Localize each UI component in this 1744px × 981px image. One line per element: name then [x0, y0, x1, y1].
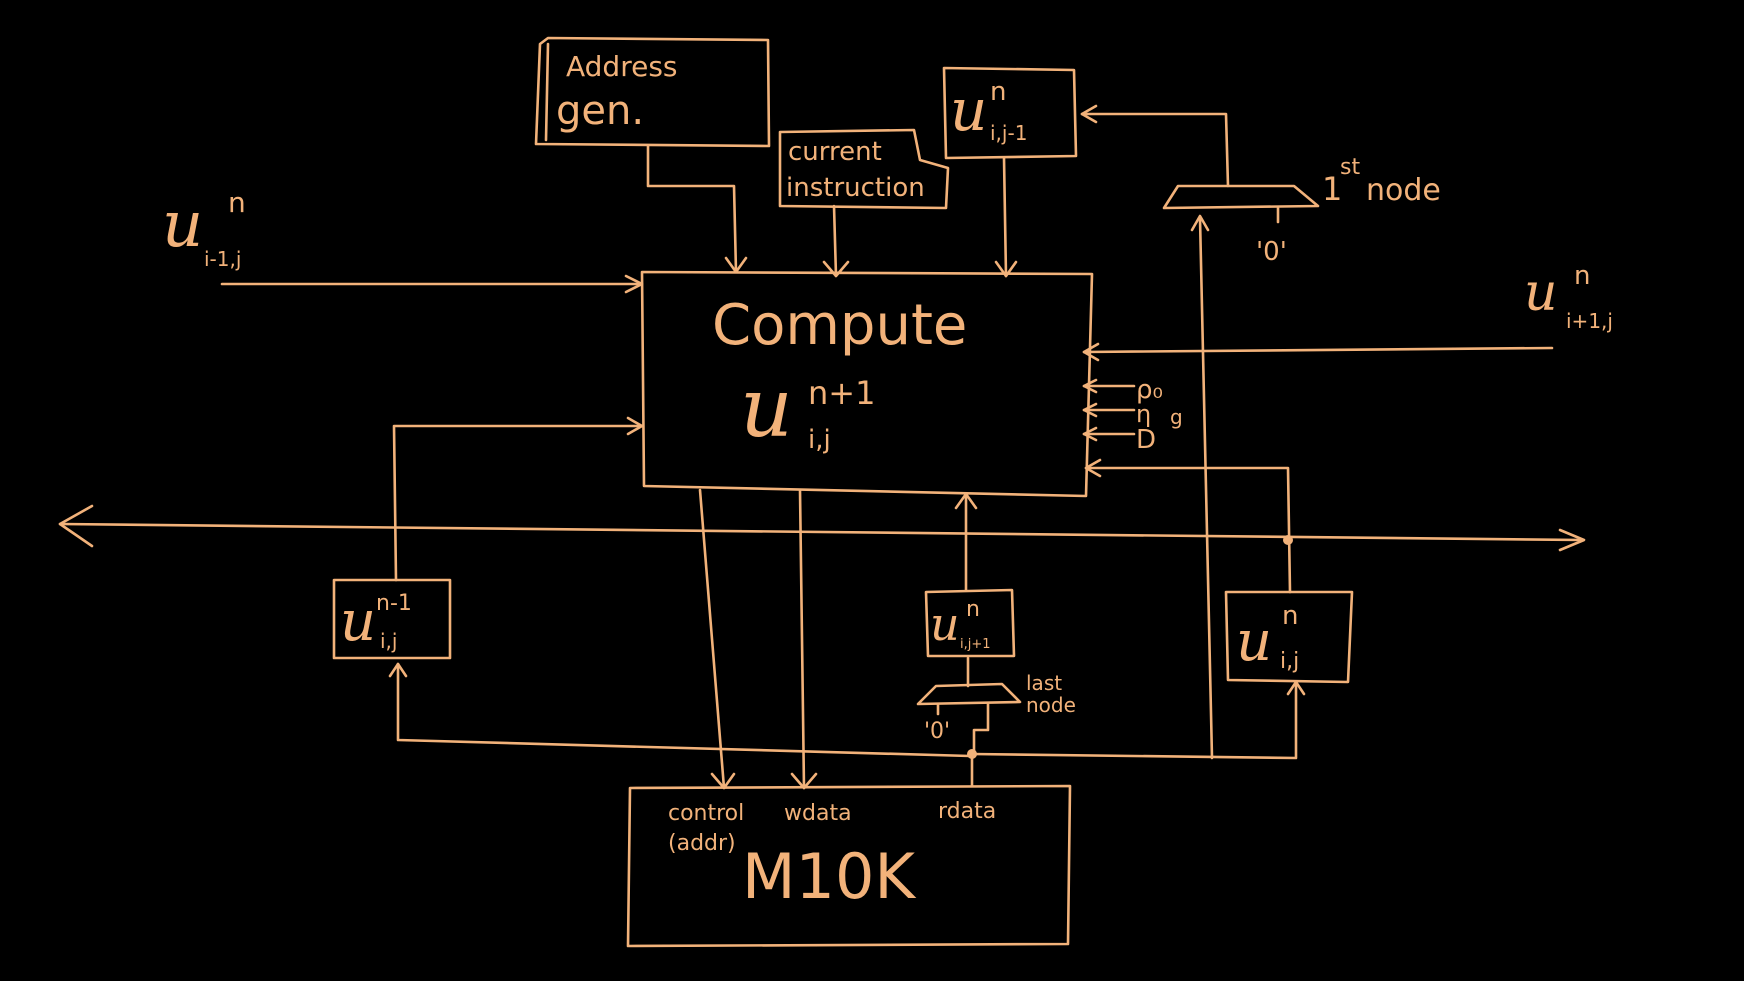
address-gen-box: [534, 36, 771, 148]
address-gen-arrow: [646, 144, 738, 274]
current-instruction-box: [778, 128, 950, 210]
first-node-sup: st: [1340, 155, 1360, 180]
u-top-register-sub: i,j-1: [990, 121, 1027, 145]
compute-box: [640, 270, 1094, 498]
u-top-register-sup: n: [990, 77, 1006, 107]
compute-block: Compute u n+1 i,j: [640, 270, 1094, 498]
u-prev-register-sup: n-1: [376, 591, 412, 616]
u-current-register-sub: i,j: [1280, 649, 1299, 674]
u-top-register-box: [942, 66, 1078, 160]
u-current-register-feed: [970, 680, 1298, 760]
left-input: u n i-1,j: [162, 186, 644, 294]
parameter-inputs: ρ₀ η g D: [1082, 375, 1183, 455]
u-current-register-var: u: [1236, 609, 1272, 674]
left-input-var: u: [162, 188, 203, 262]
m10k-block: control (addr) wdata rdata M10K: [626, 784, 1072, 948]
param-d: D: [1136, 425, 1156, 455]
first-node-mux-output: [1080, 112, 1230, 188]
current-instruction-block: current instruction: [778, 128, 950, 210]
last-node-zero: '0': [924, 719, 950, 744]
last-node-line2: node: [1026, 693, 1076, 717]
last-node-mux-shape: [916, 682, 1022, 706]
first-node-mux-shape: [1162, 184, 1320, 210]
u-next-register-box: [924, 588, 1016, 658]
right-input-arrow: [1082, 346, 1554, 354]
current-instruction-arrow: [832, 204, 838, 278]
left-input-sup: n: [228, 186, 246, 219]
right-input-sub: i+1,j: [1566, 309, 1613, 333]
u-prev-register-arrow: [392, 424, 644, 582]
control-line: [698, 488, 726, 790]
u-current-register-box: [1224, 590, 1354, 684]
m10k-port-control: control: [668, 801, 744, 826]
m10k-title: M10K: [742, 840, 916, 913]
u-next-register-sup: n: [966, 597, 980, 622]
current-instruction-line2: instruction: [786, 173, 925, 203]
first-node-mux: 1 st node '0': [1080, 104, 1441, 267]
last-node-mux: last node '0': [916, 656, 1076, 754]
m10k-port-rdata: rdata: [938, 799, 996, 824]
bus-line: [58, 522, 1584, 542]
u-prev-register-var: u: [340, 589, 376, 654]
compute-sup: n+1: [808, 374, 875, 412]
u-top-register-var: u: [950, 76, 987, 144]
u-top-register-arrow: [1002, 156, 1008, 278]
right-input-sup: n: [1574, 261, 1590, 291]
address-gen-line2: gen.: [556, 88, 644, 134]
u-next-register: u n i,j+1: [924, 588, 1016, 658]
u-prev-register: u n-1 i,j: [332, 578, 452, 660]
address-gen-block: Address gen.: [534, 36, 771, 148]
param-rho: ρ₀: [1136, 375, 1163, 405]
param-g: g: [1170, 405, 1183, 429]
horizontal-bus: [58, 504, 1586, 552]
right-input: u n i+1,j: [1082, 261, 1613, 362]
first-node-mux-input: [1198, 216, 1214, 760]
bus-right-arrow: [1558, 528, 1586, 552]
compute-sub: i,j: [808, 425, 831, 455]
u-current-register-arrow: [1084, 466, 1292, 594]
last-node-line1: last: [1026, 671, 1062, 695]
left-input-sub: i-1,j: [204, 247, 241, 271]
m10k-port-wdata: wdata: [784, 801, 852, 826]
first-node-text: node: [1366, 173, 1441, 208]
bus-left-arrow: [58, 504, 94, 548]
first-node-num: 1: [1322, 170, 1342, 208]
u-next-register-sub: i,j+1: [960, 637, 991, 652]
u-current-register-sup: n: [1282, 601, 1298, 631]
u-current-register: u n i,j: [1224, 590, 1354, 684]
u-next-register-var: u: [930, 597, 960, 651]
compute-title: Compute: [712, 293, 967, 358]
address-gen-line1: Address: [566, 50, 678, 83]
first-node-zero: '0': [1256, 237, 1287, 267]
wdata-line: [798, 488, 806, 790]
u-prev-register-box: [332, 578, 452, 660]
m10k-box: [626, 784, 1072, 948]
param-eta: η: [1136, 400, 1151, 428]
compute-var: u: [740, 361, 793, 456]
current-instruction-line1: current: [788, 137, 882, 167]
u-top-register: u n i,j-1: [942, 66, 1078, 160]
u-prev-register-sub: i,j: [380, 629, 397, 653]
u-prev-register-feed: [396, 662, 972, 758]
m10k-port-addr: (addr): [668, 831, 736, 856]
right-input-var: u: [1524, 263, 1558, 323]
